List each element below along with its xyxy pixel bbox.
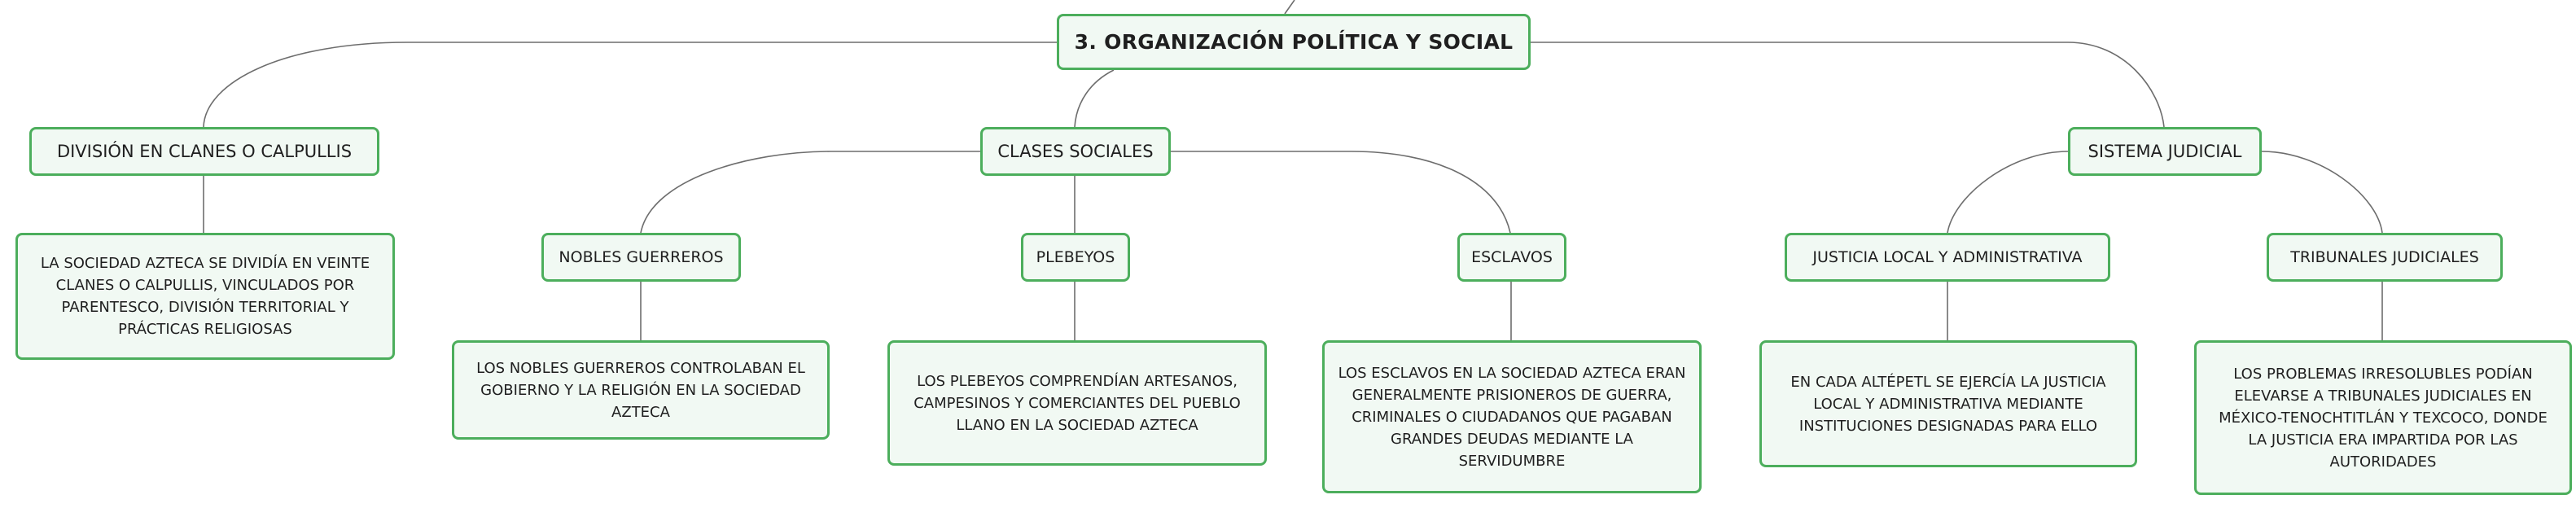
nobles-node[interactable]: NOBLES GUERREROS	[541, 233, 741, 282]
plebeyos-detail-node[interactable]: LOS PLEBEYOS COMPRENDÍAN ARTESANOS, CAMP…	[887, 340, 1267, 466]
tribunales-detail-text: LOS PROBLEMAS IRRESOLUBLES PODÍAN ELEVAR…	[2219, 365, 2548, 471]
connector-root-judicial	[1531, 42, 2165, 128]
calpullis-detail-text: LA SOCIEDAD AZTECA SE DIVIDÍA EN VEINTE …	[40, 255, 370, 338]
plebeyos-detail-text: LOS PLEBEYOS COMPRENDÍAN ARTESANOS, CAMP…	[913, 372, 1241, 434]
nobles-detail-text: LOS NOBLES GUERREROS CONTROLABAN EL GOBI…	[476, 359, 805, 421]
esclavos-node[interactable]: ESCLAVOS	[1457, 233, 1566, 282]
judicial-node[interactable]: SISTEMA JUDICIAL	[2068, 127, 2262, 176]
tribunales-label: TRIBUNALES JUDICIALES	[2290, 248, 2479, 266]
calpullis-detail-node[interactable]: LA SOCIEDAD AZTECA SE DIVIDÍA EN VEINTE …	[15, 233, 395, 360]
clases-node[interactable]: CLASES SOCIALES	[980, 127, 1171, 176]
justicia-local-detail-node[interactable]: EN CADA ALTÉPETL SE EJERCÍA LA JUSTICIA …	[1759, 340, 2137, 467]
justicia-local-label: JUSTICIA LOCAL Y ADMINISTRATIVA	[1812, 248, 2083, 266]
esclavos-detail-node[interactable]: LOS ESCLAVOS EN LA SOCIEDAD AZTECA ERAN …	[1322, 340, 1702, 493]
esclavos-detail-text: LOS ESCLAVOS EN LA SOCIEDAD AZTECA ERAN …	[1338, 364, 1686, 470]
judicial-label: SISTEMA JUDICIAL	[2088, 142, 2242, 161]
plebeyos-node[interactable]: PLEBEYOS	[1021, 233, 1130, 282]
root-node[interactable]: 3. ORGANIZACIÓN POLÍTICA Y SOCIAL	[1057, 14, 1531, 70]
nobles-detail-node[interactable]: LOS NOBLES GUERREROS CONTROLABAN EL GOBI…	[452, 340, 830, 440]
clases-label: CLASES SOCIALES	[997, 142, 1154, 161]
connector-clases-nobles	[640, 151, 980, 234]
justicia-local-detail-text: EN CADA ALTÉPETL SE EJERCÍA LA JUSTICIA …	[1790, 373, 2106, 435]
connector-judicial-tribunales	[2261, 151, 2383, 234]
tribunales-detail-node[interactable]: LOS PROBLEMAS IRRESOLUBLES PODÍAN ELEVAR…	[2194, 340, 2572, 495]
esclavos-label: ESCLAVOS	[1471, 248, 1553, 266]
connector-root-calpullis	[203, 42, 1057, 128]
nobles-label: NOBLES GUERREROS	[559, 248, 724, 266]
root-label: 3. ORGANIZACIÓN POLÍTICA Y SOCIAL	[1074, 30, 1514, 54]
justicia-local-node[interactable]: JUSTICIA LOCAL Y ADMINISTRATIVA	[1785, 233, 2110, 282]
connector-clases-esclavos	[1171, 151, 1511, 234]
connector-judicial-local	[1947, 151, 2069, 234]
connector-root-clases	[1074, 69, 1115, 128]
tribunales-node[interactable]: TRIBUNALES JUDICIALES	[2267, 233, 2503, 282]
calpullis-label: DIVISIÓN EN CLANES O CALPULLIS	[56, 142, 353, 161]
calpullis-node[interactable]: DIVISIÓN EN CLANES O CALPULLIS	[29, 127, 379, 176]
connector-parent-root	[1284, 0, 1295, 15]
plebeyos-label: PLEBEYOS	[1036, 248, 1115, 266]
